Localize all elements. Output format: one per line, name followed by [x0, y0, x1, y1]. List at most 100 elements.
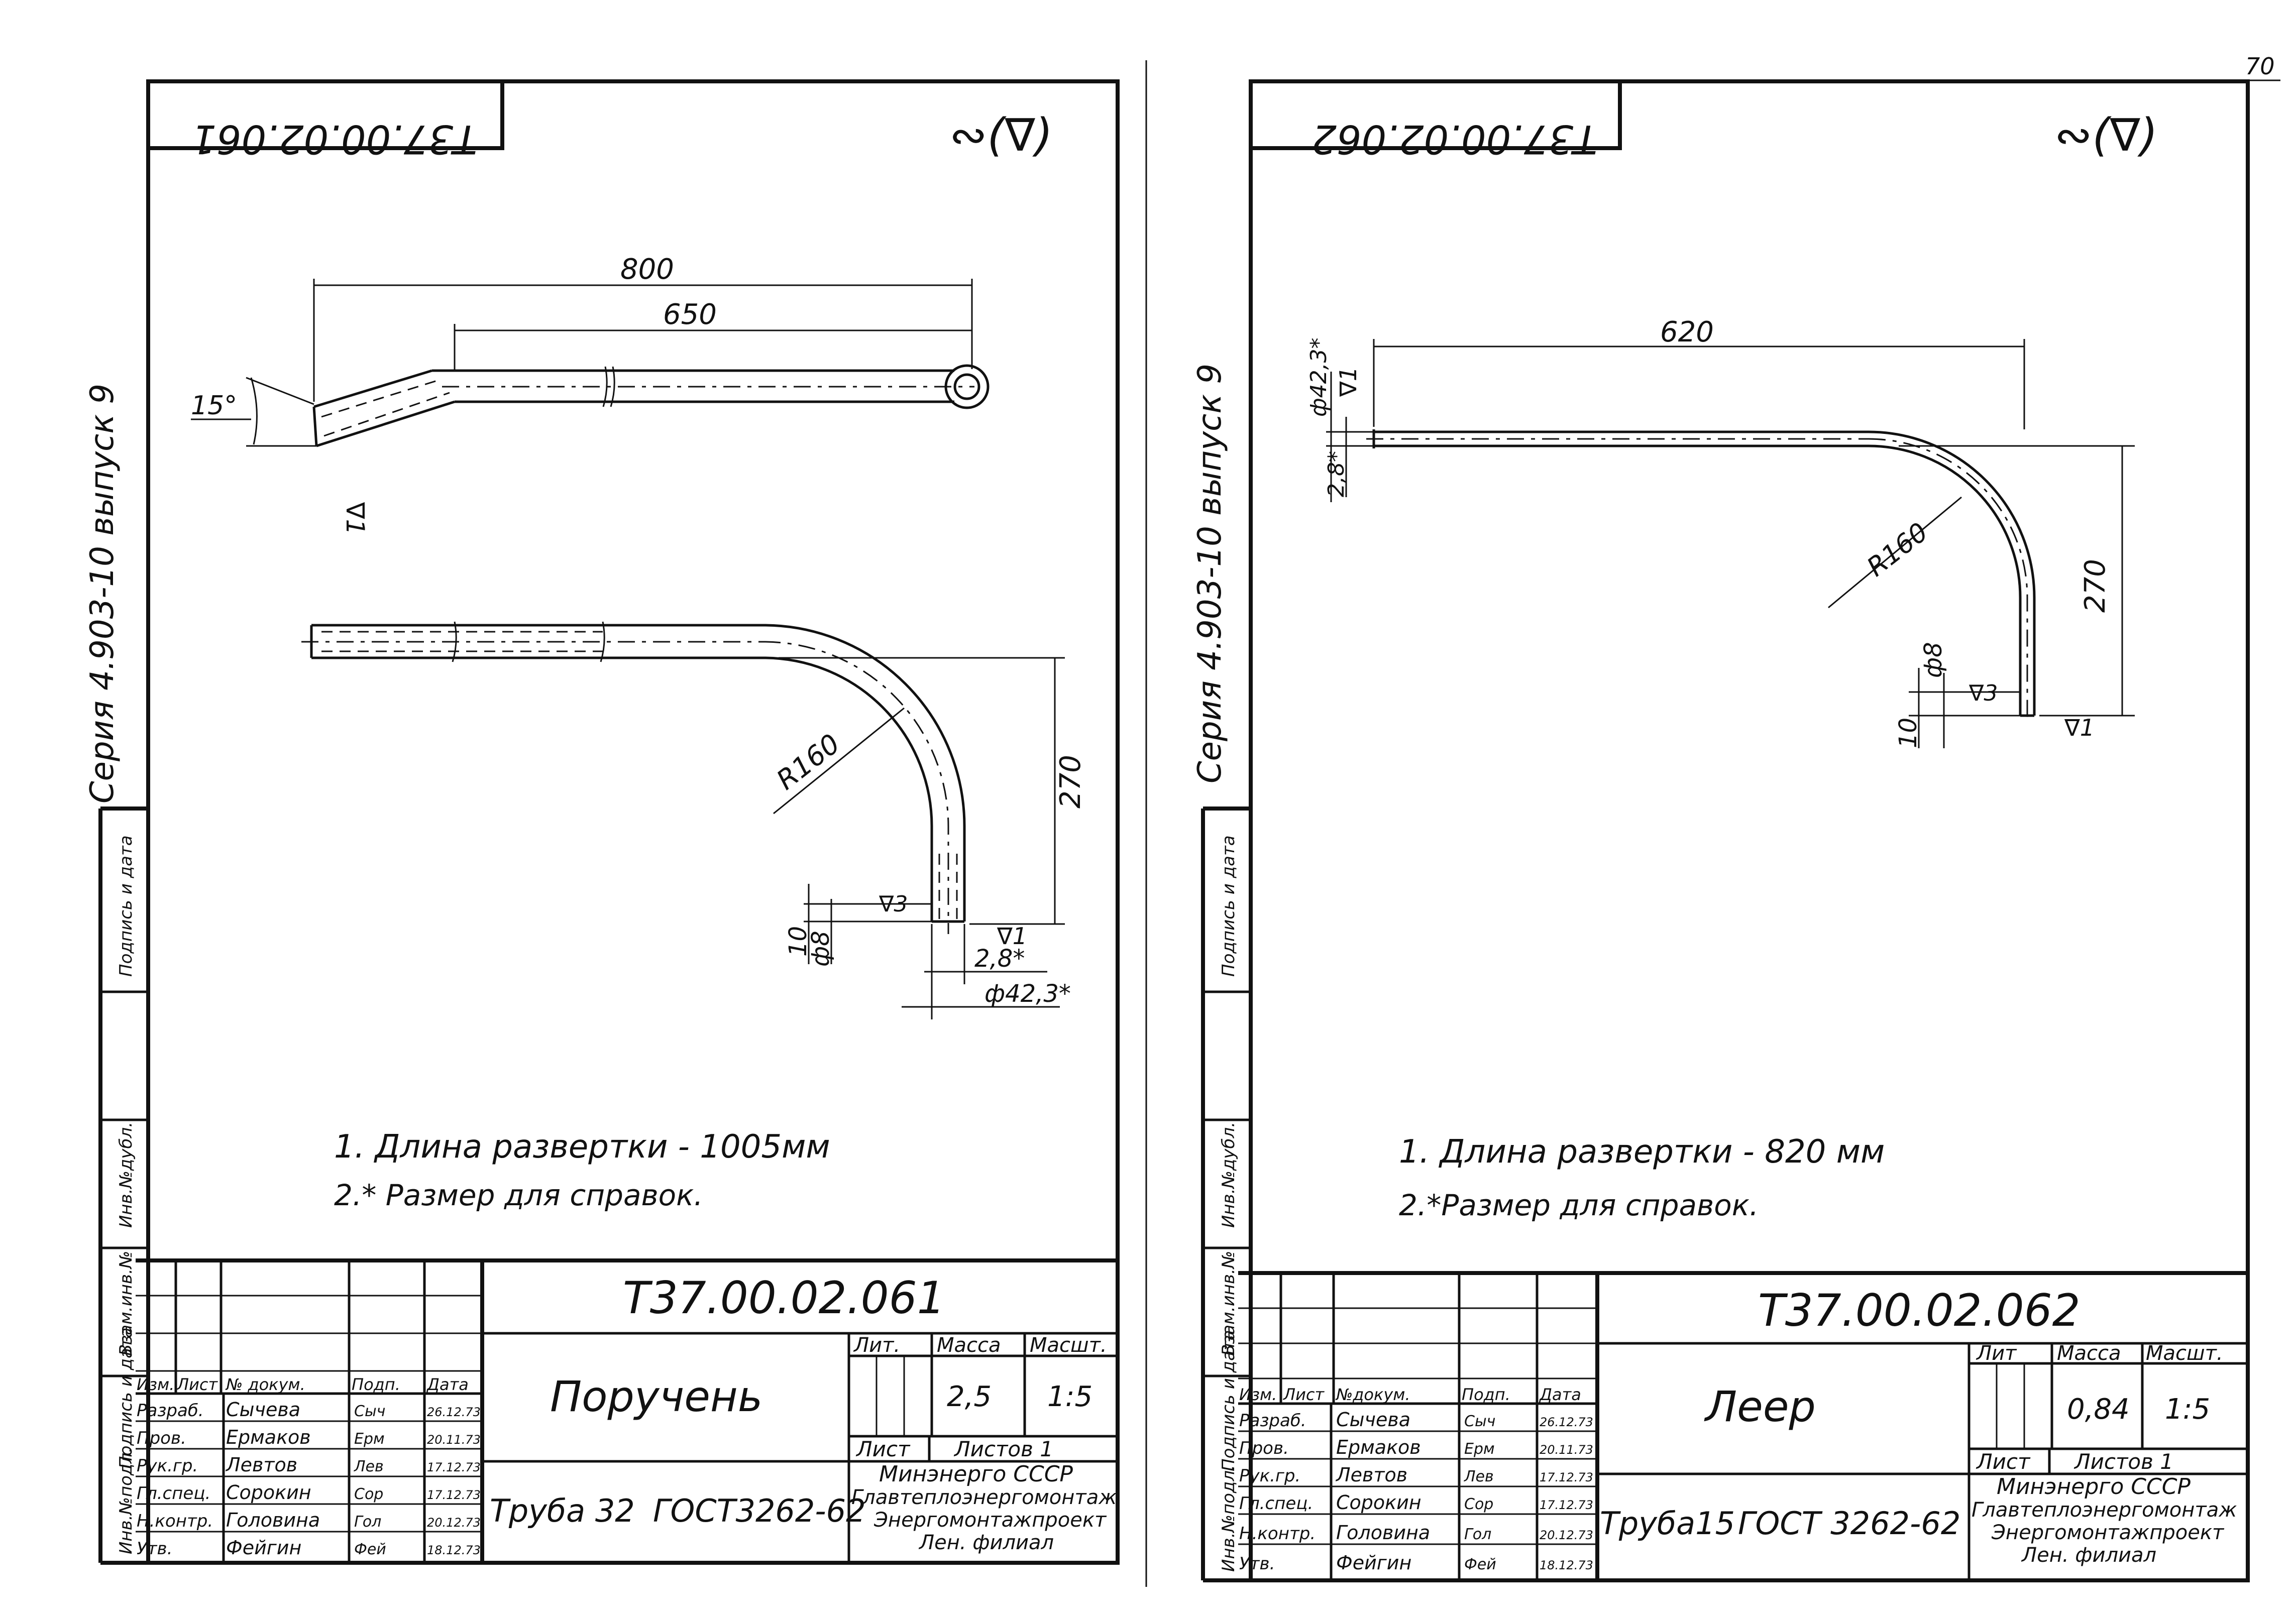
- top-stamp-box: [1251, 81, 1622, 150]
- tb-person: Левтов: [1335, 1464, 1407, 1486]
- tb-date: 26.12.73: [427, 1405, 481, 1419]
- pipe-top-view: [312, 364, 990, 447]
- dim-f8: ф8: [807, 931, 835, 967]
- tb-personnel: Разраб. Сычева Сыч 26.12.73 Пров. Ермако…: [137, 1399, 481, 1559]
- tb-org-2: Главтеплоэнергомонтаж: [1972, 1499, 2237, 1522]
- pipe-bend-view: [1366, 429, 2036, 723]
- dim-800: 800: [620, 253, 674, 286]
- note-2: 2.*Размер для справок.: [1399, 1188, 1759, 1222]
- dim-270: 270: [2079, 559, 2112, 613]
- series-label: Серия 4.903-10 выпуск 9: [84, 384, 121, 803]
- tb-role: Пров.: [1239, 1438, 1289, 1458]
- title-block: [136, 1258, 1118, 1563]
- tb-sheets-label: Листов 1: [953, 1437, 1053, 1461]
- tb-role: Утв.: [1239, 1554, 1275, 1574]
- right-frame: [1249, 79, 2250, 1582]
- tb-org-4: Лен. филиал: [918, 1531, 1054, 1554]
- dim-r160: R160: [1862, 517, 1934, 583]
- dim-620: 620: [1660, 316, 1714, 349]
- top-stamp-code: Т37.00.02.062: [1311, 116, 1597, 161]
- tb-person: Сычева: [226, 1399, 300, 1421]
- tb-head-date: Дата: [426, 1375, 469, 1394]
- tb-role: Рук.гр.: [1239, 1466, 1300, 1486]
- tb-org-1: Минэнерго СССР: [879, 1461, 1073, 1487]
- dim-42-3: ф42,3*: [985, 980, 1071, 1008]
- tb-standard: ГОСТ3262-62: [653, 1492, 866, 1529]
- dim-angle-15: 15°: [191, 391, 237, 421]
- tb-date: 26.12.73: [1540, 1415, 1593, 1429]
- tb-signature: Ерм: [1464, 1440, 1495, 1458]
- tb-date: 20.12.73: [1540, 1528, 1593, 1542]
- side-label-inv-podl: Инв.№подл.: [1219, 1465, 1239, 1572]
- top-stamp-code: Т37.00.02.061: [191, 116, 477, 161]
- tb-lit-label: Лит: [1976, 1342, 2017, 1365]
- top-stamp-box: [148, 81, 504, 150]
- tb-person: Левтов: [225, 1454, 297, 1476]
- tb-signature: Ерм: [354, 1430, 385, 1448]
- tb-org-1: Минэнерго СССР: [1997, 1474, 2191, 1500]
- tb-date: 20.11.73: [1540, 1443, 1593, 1457]
- tb-material: Труба15: [1600, 1505, 1735, 1542]
- dim-650: 650: [663, 298, 717, 331]
- side-label-vzam: Взам.инв.№: [116, 1251, 136, 1356]
- tb-scale-label: Масшт.: [2146, 1342, 2223, 1365]
- tb-role: Разраб.: [137, 1401, 204, 1421]
- tb-head-doc: № докум.: [225, 1375, 305, 1394]
- tb-person: Сычева: [1336, 1409, 1410, 1431]
- tb-name: Леер: [1704, 1382, 1816, 1431]
- tb-person: Ермаков: [1336, 1436, 1421, 1458]
- tb-signature: Сыч: [1464, 1413, 1495, 1430]
- tb-person: Сорокин: [226, 1481, 311, 1504]
- dim-2-8: 2,8*: [974, 945, 1025, 973]
- tb-standard: ГОСТ 3262-62: [1738, 1505, 1960, 1542]
- side-label-sign-date: Подпись и дата: [1219, 1330, 1239, 1471]
- tb-role: Н.контр.: [1239, 1524, 1316, 1544]
- tb-mass-label: Масса: [2057, 1342, 2121, 1365]
- tb-org-3: Энергомонтажпроект: [873, 1509, 1107, 1532]
- tb-org-4: Лен. филиал: [2021, 1544, 2156, 1567]
- surface-mark-3: ∇3: [879, 891, 908, 917]
- tb-date: 20.12.73: [427, 1516, 481, 1530]
- tb-sheet-label: Лист: [1976, 1449, 2031, 1474]
- tb-role: Н.контр.: [137, 1511, 213, 1531]
- tb-person: Ермаков: [226, 1426, 311, 1448]
- tb-org-2: Главтеплоэнергомонтаж: [851, 1486, 1117, 1509]
- tb-signature: Фей: [1464, 1556, 1496, 1573]
- tb-role: Разраб.: [1239, 1411, 1306, 1431]
- tb-signature: Сыч: [354, 1403, 385, 1420]
- tb-person: Фейгин: [1336, 1552, 1411, 1574]
- dim-10: 10: [1894, 718, 1922, 748]
- tb-date: 17.12.73: [427, 1488, 481, 1502]
- tb-person: Сорокин: [1336, 1491, 1422, 1514]
- dim-270: 270: [1054, 755, 1087, 809]
- side-label-vzam: Взам.инв.№: [1219, 1251, 1239, 1356]
- surface-mark-1a: ∇1: [1335, 367, 1362, 397]
- surface-mark-1a: ∇1: [341, 502, 370, 535]
- left-frame: [146, 79, 1120, 1565]
- roughness-symbol: ∾(∇): [2054, 109, 2158, 162]
- side-label-sign-date: Подпись и дата: [116, 1327, 136, 1469]
- side-label-sign-date-2: Подпись и дата: [116, 835, 136, 977]
- tb-signature: Гол: [354, 1513, 381, 1531]
- dim-2-8: 2,8*: [1324, 451, 1349, 497]
- tb-doc-code: Т37.00.02.061: [623, 1272, 945, 1324]
- tb-scale: 1:5: [1047, 1380, 1092, 1413]
- tb-personnel: Разраб. Сычева Сыч 26.12.73 Пров. Ермако…: [1239, 1409, 1593, 1574]
- side-label-inv-dubl: Инв.№дубл.: [1219, 1122, 1239, 1228]
- tb-head-list: Лист: [1283, 1385, 1325, 1404]
- tb-head-list: Лист: [176, 1375, 218, 1394]
- tb-material: Труба 32: [490, 1492, 635, 1529]
- tb-scale: 1:5: [2165, 1393, 2210, 1426]
- tb-person: Головина: [1336, 1522, 1430, 1544]
- tb-head-izm: Изм.: [137, 1375, 174, 1394]
- note-1: 1. Длина развертки - 1005мм: [334, 1128, 830, 1166]
- tb-scale-label: Масшт.: [1030, 1334, 1107, 1357]
- tb-signature: Гол: [1464, 1526, 1491, 1543]
- tb-date: 18.12.73: [1540, 1558, 1593, 1572]
- tb-signature: Лев: [1464, 1468, 1494, 1485]
- tb-head-izm: Изм.: [1239, 1385, 1277, 1404]
- tb-mass: 2,5: [947, 1380, 992, 1413]
- surface-mark-1b: ∇1: [997, 923, 1027, 950]
- tb-signature: Сор: [1464, 1495, 1493, 1513]
